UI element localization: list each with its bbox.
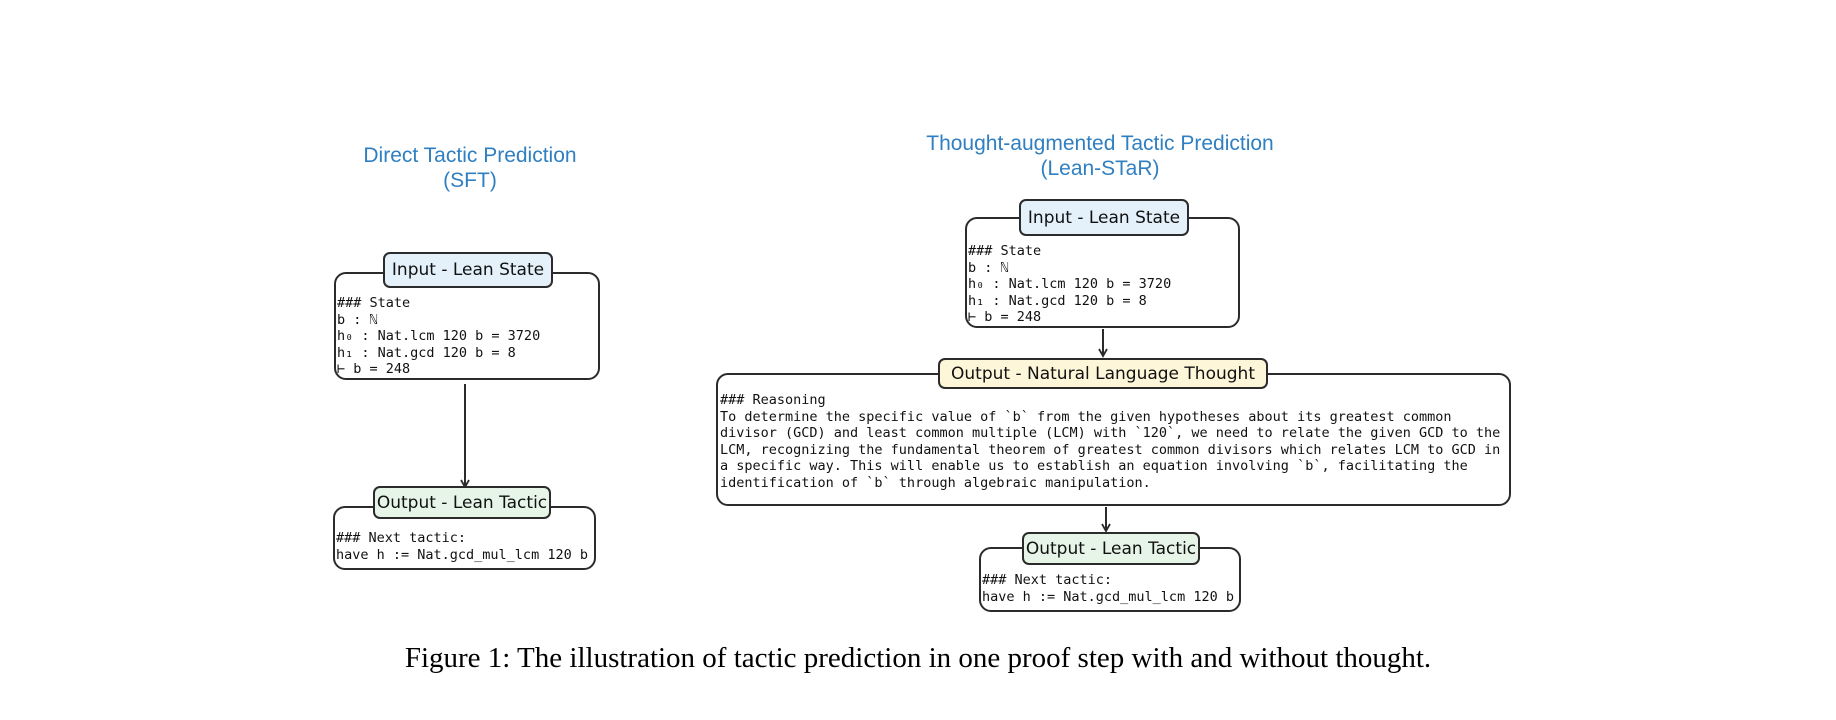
left-title: Direct Tactic Prediction (SFT) [330, 143, 610, 193]
right-input-text: ### State b : ℕ h₀ : Nat.lcm 120 b = 372… [968, 243, 1172, 325]
right-output-text: ### Next tactic: have h := Nat.gcd_mul_l… [982, 572, 1234, 605]
left-output-text: ### Next tactic: have h := Nat.gcd_mul_l… [336, 530, 588, 563]
right-title: Thought-augmented Tactic Prediction (Lea… [900, 131, 1300, 181]
right-title-line1: Thought-augmented Tactic Prediction [926, 132, 1274, 155]
figure-caption: Figure 1: The illustration of tactic pre… [404, 642, 1432, 674]
left-input-text: ### State b : ℕ h₀ : Nat.lcm 120 b = 372… [337, 295, 541, 377]
right-output-label: Output - Lean Tactic [1022, 532, 1200, 565]
left-input-label: Input - Lean State [383, 252, 553, 288]
right-title-line2: (Lean-STaR) [1040, 157, 1160, 180]
right-thought-label: Output - Natural Language Thought [938, 358, 1268, 389]
right-thought-text: ### Reasoning To determine the specific … [720, 392, 1501, 491]
right-thought-box [716, 373, 1511, 506]
left-title-line2: (SFT) [443, 169, 497, 192]
right-input-label: Input - Lean State [1019, 199, 1189, 236]
left-output-label: Output - Lean Tactic [373, 486, 551, 519]
left-title-line1: Direct Tactic Prediction [363, 144, 577, 167]
